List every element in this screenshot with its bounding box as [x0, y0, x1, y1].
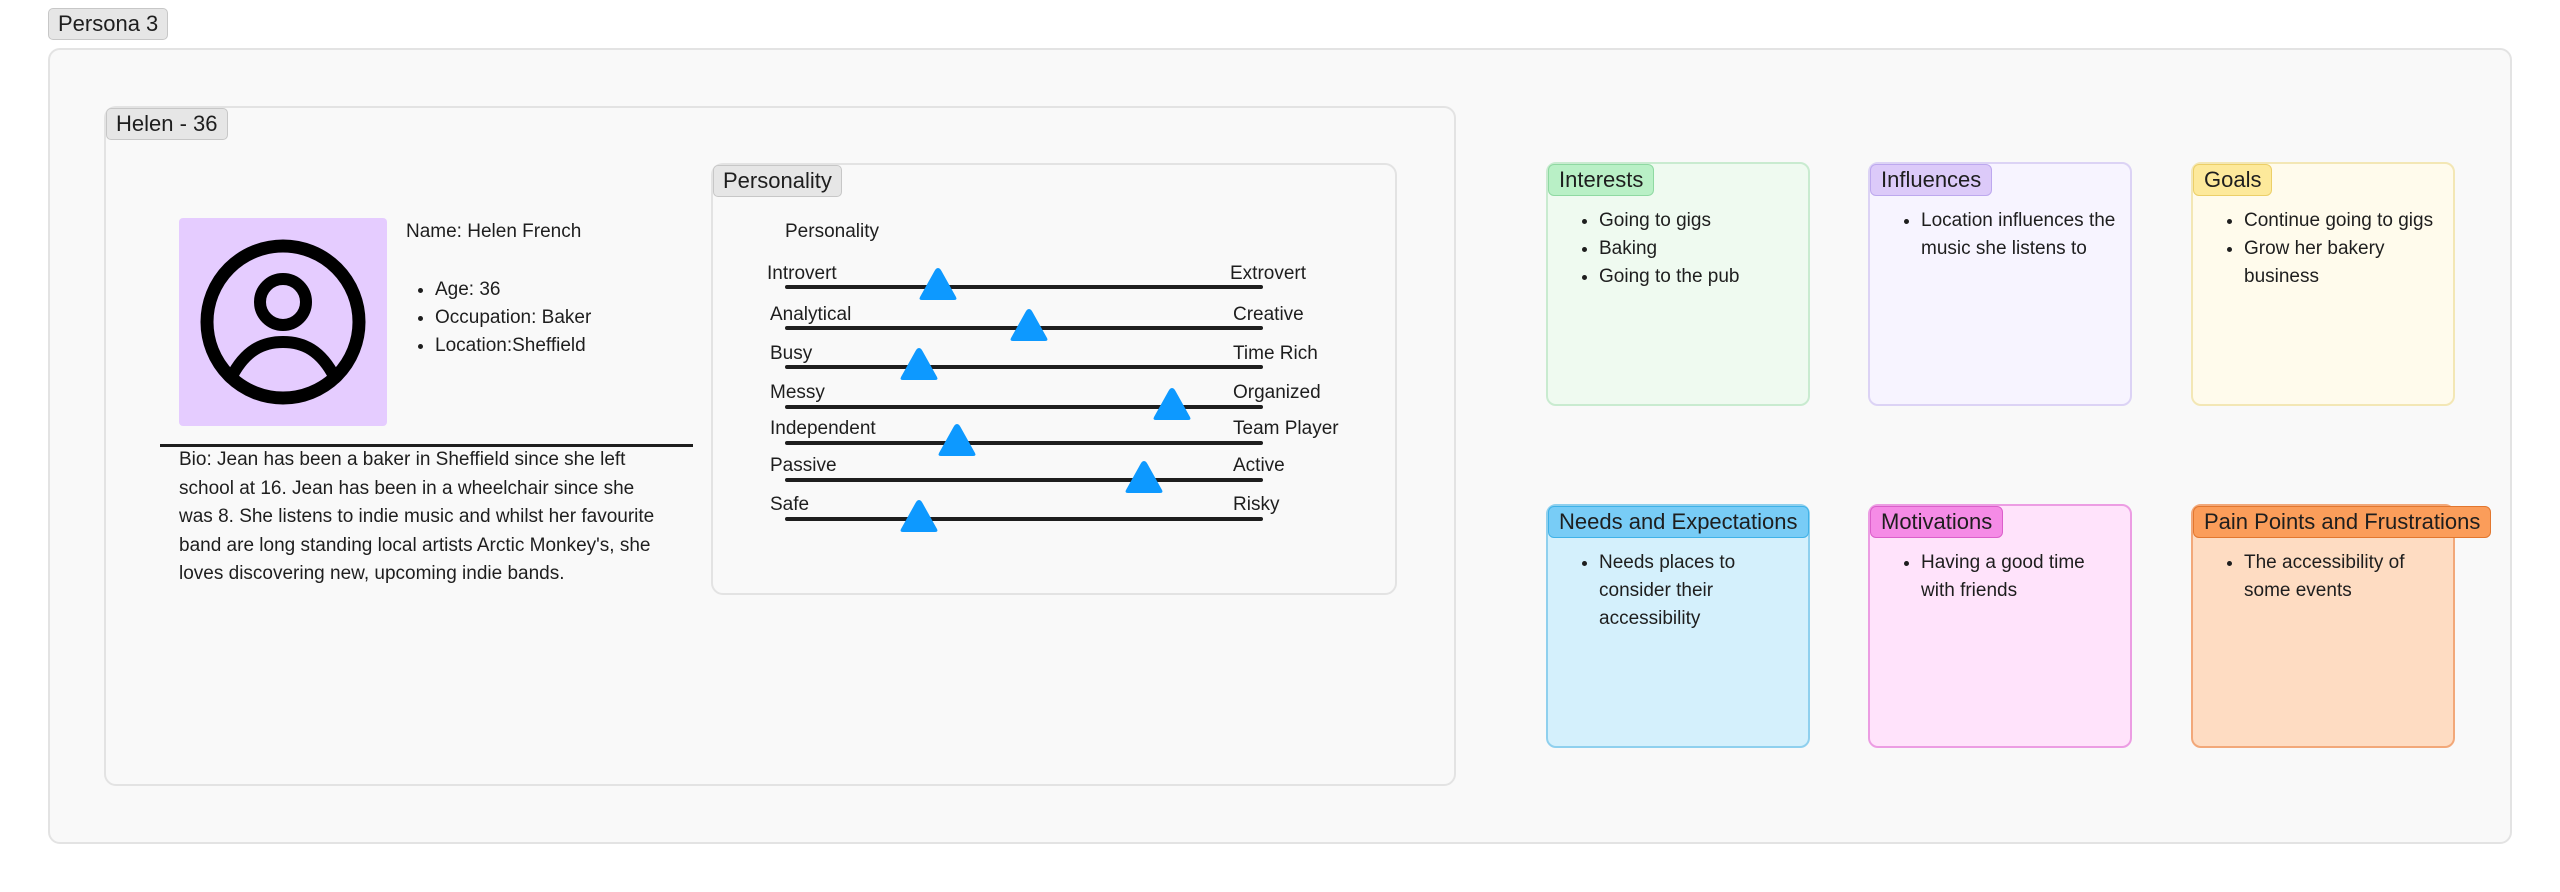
slider-thumb[interactable] — [899, 346, 939, 382]
slider-thumb[interactable] — [918, 266, 958, 302]
slider-left-label: Introvert — [767, 263, 837, 284]
card-tag-needs-and-expectations[interactable]: Needs and Expectations — [1548, 506, 1809, 538]
slider-thumb[interactable] — [1124, 459, 1164, 495]
card-list-goals: Continue going to gigsGrow her bakery bu… — [2216, 207, 2444, 291]
card-list-interests: Going to gigsBakingGoing to the pub — [1571, 207, 1799, 291]
bio-text: Bio: Jean has been a baker in Sheffield … — [179, 449, 655, 584]
card-list-pain-points-and-frustrations: The accessibility of some events — [2216, 549, 2444, 605]
card-goals[interactable] — [2191, 162, 2455, 406]
detail-location: Location:Sheffield — [435, 332, 591, 360]
card-tag-influences[interactable]: Influences — [1870, 164, 1993, 196]
profile-name: Name: Helen French — [406, 221, 582, 242]
slider-left-label: Passive — [770, 455, 837, 476]
slider-thumb[interactable] — [899, 498, 939, 534]
card-list-item: Baking — [1599, 235, 1799, 263]
slider-left-label: Independent — [770, 418, 876, 439]
slider-track[interactable] — [785, 478, 1263, 482]
personality-heading: Personality — [785, 221, 879, 242]
card-list-motivations: Having a good time with friends — [1893, 549, 2121, 605]
slider-left-label: Busy — [770, 343, 813, 364]
card-list-item: Needs places to consider their accessibi… — [1599, 549, 1799, 633]
persona-tag[interactable]: Persona 3 — [48, 8, 169, 40]
slider-right-label: Risky — [1233, 494, 1280, 515]
card-tag-motivations[interactable]: Motivations — [1870, 506, 2004, 538]
avatar — [179, 218, 387, 426]
card-list-influences: Location influences the music she listen… — [1893, 207, 2121, 263]
card-tag-interests[interactable]: Interests — [1548, 164, 1655, 196]
card-list-item: Location influences the music she listen… — [1921, 207, 2121, 263]
slider-thumb[interactable] — [1009, 307, 1049, 343]
slider-thumb[interactable] — [1152, 386, 1192, 422]
card-list-needs-and-expectations: Needs places to consider their accessibi… — [1571, 549, 1799, 633]
slider-track[interactable] — [785, 517, 1263, 521]
slider-track[interactable] — [785, 441, 1263, 445]
slider-right-label: Team Player — [1233, 418, 1339, 439]
card-pain-points-and-frustrations[interactable] — [2191, 504, 2455, 748]
card-list-item: Going to the pub — [1599, 263, 1799, 291]
card-list-item: Having a good time with friends — [1921, 549, 2121, 605]
profile-details: Age: 36 Occupation: Baker Location:Sheff… — [407, 276, 591, 360]
card-motivations[interactable] — [1868, 504, 2132, 748]
card-needs-and-expectations[interactable] — [1546, 504, 1810, 748]
personality-tag[interactable]: Personality — [713, 165, 842, 197]
card-list-item: Grow her bakery business — [2244, 235, 2444, 291]
card-list-item: Continue going to gigs — [2244, 207, 2444, 235]
slider-track[interactable] — [785, 405, 1263, 409]
slider-thumb[interactable] — [937, 422, 977, 458]
user-circle-icon — [200, 239, 366, 405]
slider-track[interactable] — [785, 365, 1263, 369]
slider-right-label: Time Rich — [1233, 343, 1318, 364]
card-influences[interactable] — [1868, 162, 2132, 406]
detail-age: Age: 36 — [435, 276, 591, 304]
profile-tag[interactable]: Helen - 36 — [106, 108, 228, 140]
slider-left-label: Analytical — [770, 304, 852, 325]
card-list-item: Going to gigs — [1599, 207, 1799, 235]
slider-right-label: Organized — [1233, 382, 1321, 403]
card-tag-goals[interactable]: Goals — [2193, 164, 2273, 196]
slider-track[interactable] — [785, 285, 1263, 289]
slider-left-label: Safe — [770, 494, 810, 515]
card-list-item: The accessibility of some events — [2244, 549, 2444, 605]
slider-right-label: Creative — [1233, 304, 1304, 325]
bio-divider — [160, 444, 693, 447]
slider-right-label: Active — [1233, 455, 1285, 476]
detail-occupation: Occupation: Baker — [435, 304, 591, 332]
card-interests[interactable] — [1546, 162, 1810, 406]
slider-right-label: Extrovert — [1230, 263, 1307, 284]
card-tag-pain-points-and-frustrations[interactable]: Pain Points and Frustrations — [2193, 506, 2492, 538]
slider-left-label: Messy — [770, 382, 825, 403]
personality-frame[interactable] — [711, 163, 1397, 595]
